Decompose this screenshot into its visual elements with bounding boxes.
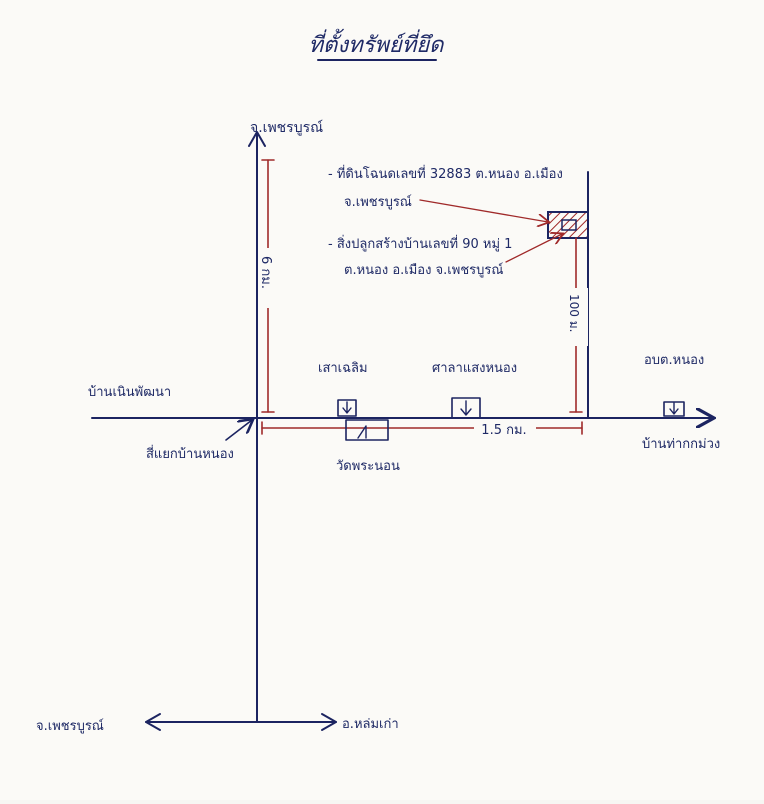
distance-left-label: 6 กม. <box>258 256 273 289</box>
label-junction: สี่แยกบ้านหนอง <box>146 445 234 462</box>
map-title: ที่ตั้งทรัพย์ที่ยึด <box>309 28 446 58</box>
note-2-line-1: - สิ่งปลูกสร้างบ้านเลขที่ 90 หมู่ 1 <box>328 235 512 252</box>
label-road-north: จ.เพชรบูรณ์ <box>250 119 323 136</box>
landmark-2-arrow-icon <box>460 400 472 416</box>
label-road-south: จ.เพชรบูรณ์ <box>36 718 104 734</box>
temple-box <box>345 419 389 441</box>
distance-right-label: 100 ม. <box>567 294 581 332</box>
temple-arrow-icon <box>357 425 367 439</box>
label-landmark-1: เสาเฉลิม <box>318 361 368 376</box>
junction-pointer <box>225 420 252 441</box>
note-1-pointer <box>419 199 548 222</box>
note-2-line-2: ต.หนอง อ.เมือง จ.เพชรบูรณ์ <box>344 262 503 278</box>
distance-left-label-bg <box>258 248 280 308</box>
landmark-box-3 <box>663 401 685 417</box>
landmark-1-arrow-icon <box>342 401 352 414</box>
label-road-south-east: อ.หล่มเก่า <box>342 717 399 732</box>
landmark-3-arrow-icon <box>669 402 679 415</box>
property-plot <box>547 211 589 239</box>
label-road-east: บ้านท่ากกม่วง <box>642 437 720 452</box>
note-2-pointer <box>505 234 562 263</box>
south-east-arrow-head <box>321 713 337 731</box>
label-landmark-2: ศาลาแสงหนอง <box>432 361 517 376</box>
landmark-box-2 <box>451 397 481 419</box>
north-arrow-head <box>248 131 266 147</box>
label-road-west: บ้านเนินพัฒนา <box>88 385 171 400</box>
south-west-arrow-head <box>145 713 161 731</box>
distance-right-label-bg <box>566 288 588 346</box>
note-1-line-1: - ที่ดินโฉนดเลขที่ 32883 ต.หนอง อ.เมือง <box>328 165 563 182</box>
landmark-box-1 <box>337 399 357 417</box>
property-building <box>561 219 577 231</box>
label-temple: วัดพระนอน <box>336 459 400 474</box>
distance-h-label-bg <box>474 420 536 436</box>
note-1-line-2: จ.เพชรบูรณ์ <box>344 194 412 210</box>
distance-horizontal-label: 1.5 กม. <box>481 423 526 438</box>
label-landmark-3: อบต.หนอง <box>644 353 704 368</box>
